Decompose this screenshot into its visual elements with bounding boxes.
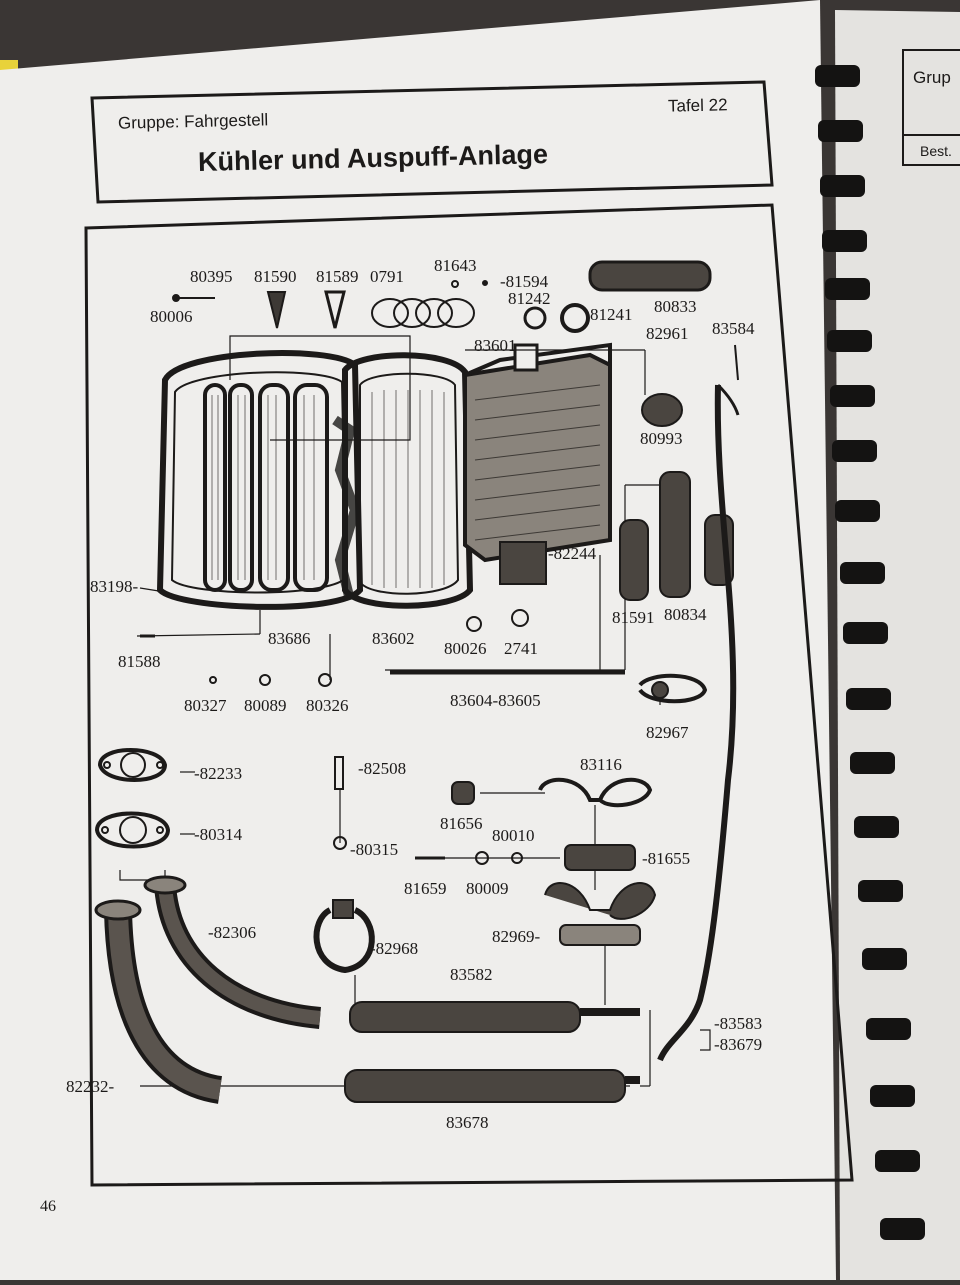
part-label: 80089 xyxy=(244,696,287,715)
part-label: 80993 xyxy=(640,429,683,448)
part-label: 81643 xyxy=(434,256,477,275)
part-label: 82961 xyxy=(646,324,689,343)
hardware xyxy=(94,609,708,974)
part-label: 81242 xyxy=(508,289,551,308)
part-label: 81656 xyxy=(440,814,483,833)
part-label: 80026 xyxy=(444,639,487,658)
part-label: -80314 xyxy=(194,825,243,844)
part-label: 83604-83605 xyxy=(450,691,541,710)
part-label: -83679 xyxy=(714,1035,763,1054)
grille-shell xyxy=(332,352,474,609)
part-label: -81594 xyxy=(500,272,549,291)
header-box xyxy=(90,80,774,204)
part-label: 80327 xyxy=(184,696,227,715)
part-label: -82968 xyxy=(370,939,419,958)
part-label: 81589 xyxy=(316,267,359,286)
part-label: -82508 xyxy=(358,759,407,778)
part-label: 83602 xyxy=(372,629,415,648)
part-label: 81659 xyxy=(404,879,447,898)
part-label: -83583 xyxy=(714,1014,763,1033)
part-label: 82967 xyxy=(646,723,689,742)
part-label: -82244 xyxy=(548,544,597,563)
part-label: -82306 xyxy=(208,923,257,942)
part-label: 80833 xyxy=(654,297,697,316)
part-label: 83198- xyxy=(90,577,139,596)
part-label: 83582 xyxy=(450,965,493,984)
plate-number: Tafel 22 xyxy=(667,95,728,116)
part-label: 81588 xyxy=(118,652,161,671)
part-label: 80010 xyxy=(492,826,535,845)
part-label: 81591 xyxy=(612,608,655,627)
part-label: 80395 xyxy=(190,267,233,286)
part-label: 82232- xyxy=(66,1077,115,1096)
right-page-group-fragment: Grup xyxy=(913,68,951,87)
part-label: 82969- xyxy=(492,927,541,946)
hoses xyxy=(390,383,740,1062)
part-label: 80006 xyxy=(150,307,193,326)
part-label: 83584 xyxy=(712,319,755,338)
part-label: 80009 xyxy=(466,879,509,898)
part-label: -81655 xyxy=(642,849,691,868)
diagram-frame xyxy=(84,203,854,1187)
part-label: 81241 xyxy=(590,305,633,324)
part-label: -82233 xyxy=(194,764,243,783)
exhaust-pipes xyxy=(94,875,640,1104)
part-label: 83678 xyxy=(446,1113,489,1132)
page-number: 46 xyxy=(40,1198,56,1215)
part-label: -80315 xyxy=(350,840,399,859)
part-label: 80326 xyxy=(306,696,349,715)
spiral-binding xyxy=(815,65,925,1240)
part-label: 2741 xyxy=(504,639,538,658)
radiator-core xyxy=(463,342,612,563)
part-label: 83601 xyxy=(474,336,517,355)
part-label: 0791 xyxy=(370,267,404,286)
group-label: Gruppe: Fahrgestell xyxy=(117,110,269,133)
part-label: 80834 xyxy=(664,605,707,624)
right-page-column-fragment: Best. xyxy=(920,143,952,159)
part-label: 83686 xyxy=(268,629,311,648)
left-page xyxy=(0,0,836,1280)
part-label: 81590 xyxy=(254,267,297,286)
top-small-parts xyxy=(172,260,739,427)
part-label: 83116 xyxy=(580,755,622,774)
